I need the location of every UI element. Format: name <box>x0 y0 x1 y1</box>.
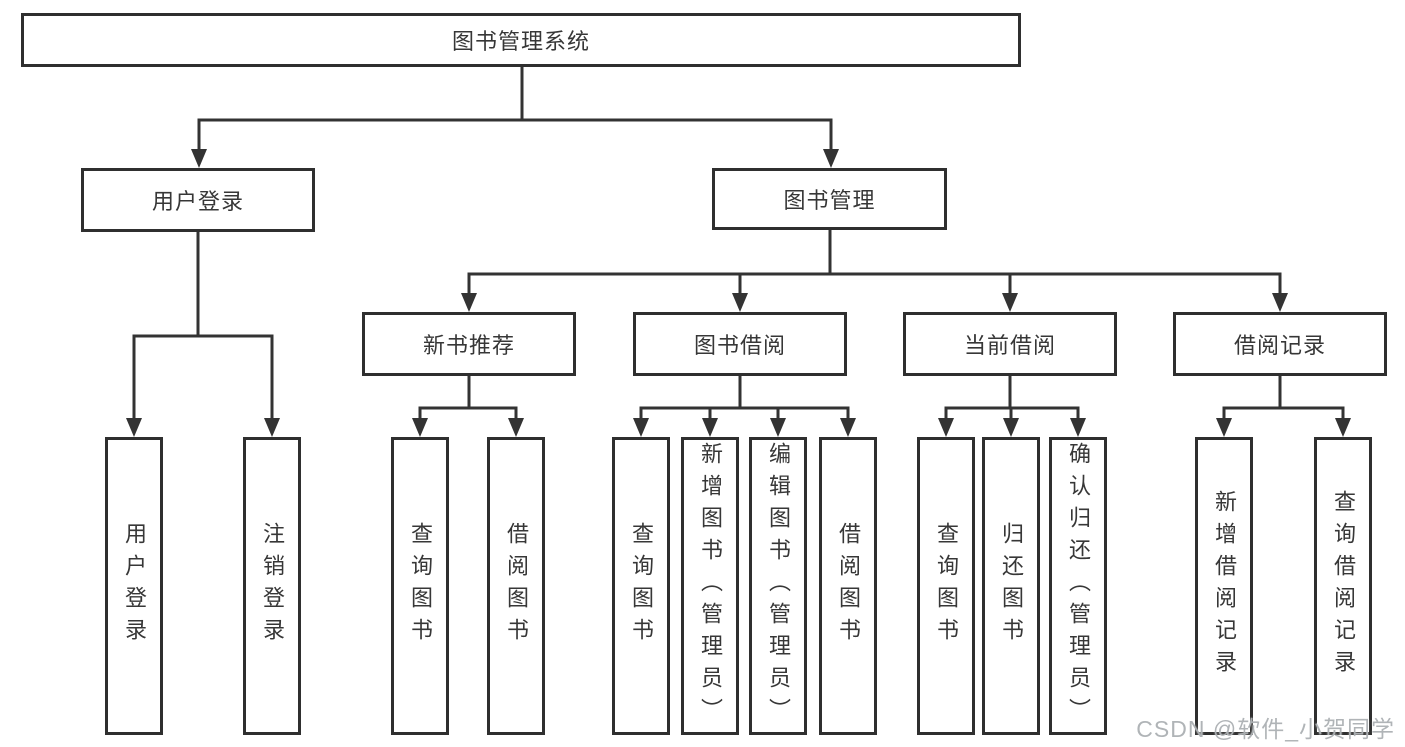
leaf-query-borrow-record-label: 查询借阅记录 <box>1331 490 1356 682</box>
leaf-query-books-current: 查询图书 <box>917 437 975 735</box>
node-book-management-module-label: 图书管理 <box>783 188 876 213</box>
leaf-user-login-label: 用户登录 <box>122 522 147 650</box>
leaf-add-borrow-record: 新增借阅记录 <box>1195 437 1253 735</box>
node-current-borrow-label: 当前借阅 <box>963 333 1056 358</box>
node-new-book-recommend: 新书推荐 <box>362 312 576 376</box>
node-user-login-module-label: 用户登录 <box>151 189 244 214</box>
node-book-borrow-label: 图书借阅 <box>693 333 786 358</box>
leaf-logout-label: 注销登录 <box>260 522 285 650</box>
leaf-query-books-borrow-label: 查询图书 <box>629 522 654 650</box>
leaf-borrow-books-recommend-label: 借阅图书 <box>504 522 529 650</box>
leaf-confirm-return-admin-label: 确认归还（管理员） <box>1066 442 1091 730</box>
leaf-confirm-return-admin: 确认归还（管理员） <box>1049 437 1107 735</box>
node-book-borrow: 图书借阅 <box>633 312 847 376</box>
node-borrow-records-label: 借阅记录 <box>1233 333 1326 358</box>
node-current-borrow: 当前借阅 <box>903 312 1117 376</box>
leaf-borrow-books-recommend: 借阅图书 <box>487 437 545 735</box>
leaf-borrow-books-label: 借阅图书 <box>836 522 861 650</box>
node-new-book-recommend-label: 新书推荐 <box>422 333 515 358</box>
leaf-return-books-label: 归还图书 <box>999 522 1024 650</box>
leaf-query-books-current-label: 查询图书 <box>934 522 959 650</box>
node-borrow-records: 借阅记录 <box>1173 312 1387 376</box>
leaf-add-books-admin-label: 新增图书（管理员） <box>698 442 723 730</box>
leaf-query-borrow-record: 查询借阅记录 <box>1314 437 1372 735</box>
leaf-return-books: 归还图书 <box>982 437 1040 735</box>
node-book-management-module: 图书管理 <box>712 168 947 230</box>
leaf-edit-books-admin: 编辑图书（管理员） <box>749 437 807 735</box>
leaf-add-books-admin: 新增图书（管理员） <box>681 437 739 735</box>
leaf-query-books-recommend-label: 查询图书 <box>408 522 433 650</box>
leaf-edit-books-admin-label: 编辑图书（管理员） <box>766 442 791 730</box>
node-root-system-label: 图书管理系统 <box>451 29 590 54</box>
node-root-system: 图书管理系统 <box>21 13 1021 67</box>
leaf-query-books-recommend: 查询图书 <box>391 437 449 735</box>
leaf-logout: 注销登录 <box>243 437 301 735</box>
leaf-add-borrow-record-label: 新增借阅记录 <box>1212 490 1237 682</box>
leaf-borrow-books: 借阅图书 <box>819 437 877 735</box>
leaf-query-books-borrow: 查询图书 <box>612 437 670 735</box>
csdn-watermark: CSDN @软件_小贺同学 <box>1136 716 1395 742</box>
leaf-user-login: 用户登录 <box>105 437 163 735</box>
node-user-login-module: 用户登录 <box>81 168 315 232</box>
